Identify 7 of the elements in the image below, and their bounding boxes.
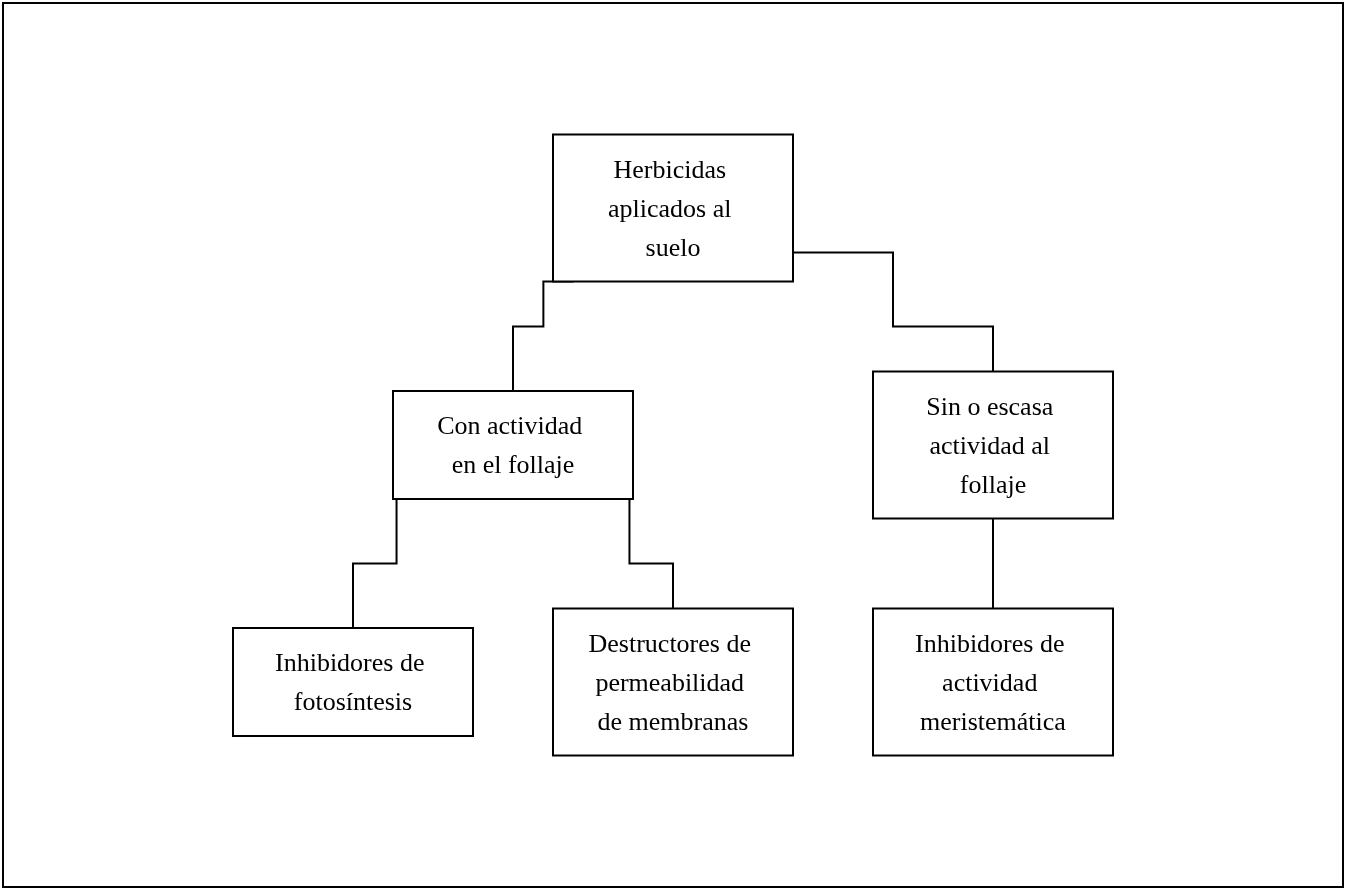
node-box (232, 627, 474, 737)
node-box (392, 390, 634, 500)
node-box (552, 607, 794, 757)
connector (992, 517, 994, 610)
node-box (872, 607, 1114, 757)
node-box (872, 370, 1114, 520)
node-box (552, 133, 794, 283)
